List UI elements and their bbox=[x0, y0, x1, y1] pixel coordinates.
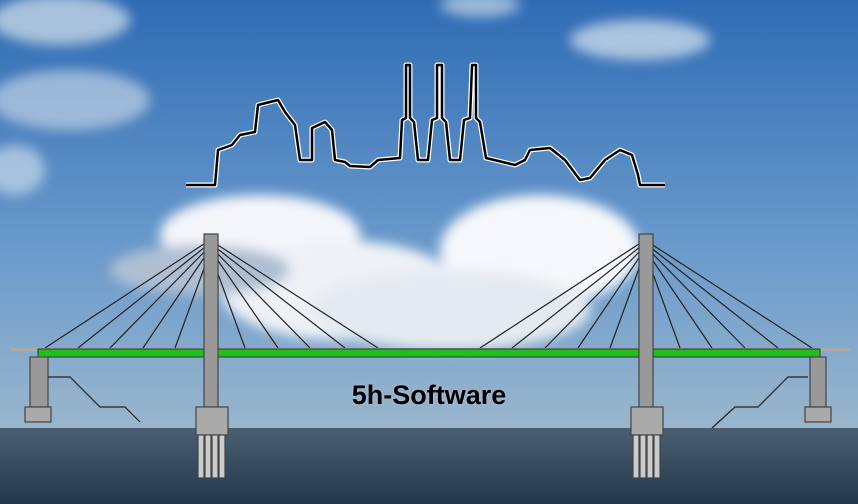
skyline bbox=[186, 63, 665, 187]
sea bbox=[0, 428, 858, 504]
bridge-deck bbox=[37, 348, 821, 358]
brand-name: 5h-Software bbox=[351, 380, 507, 410]
bridge bbox=[10, 233, 850, 479]
sky bbox=[0, 0, 858, 430]
